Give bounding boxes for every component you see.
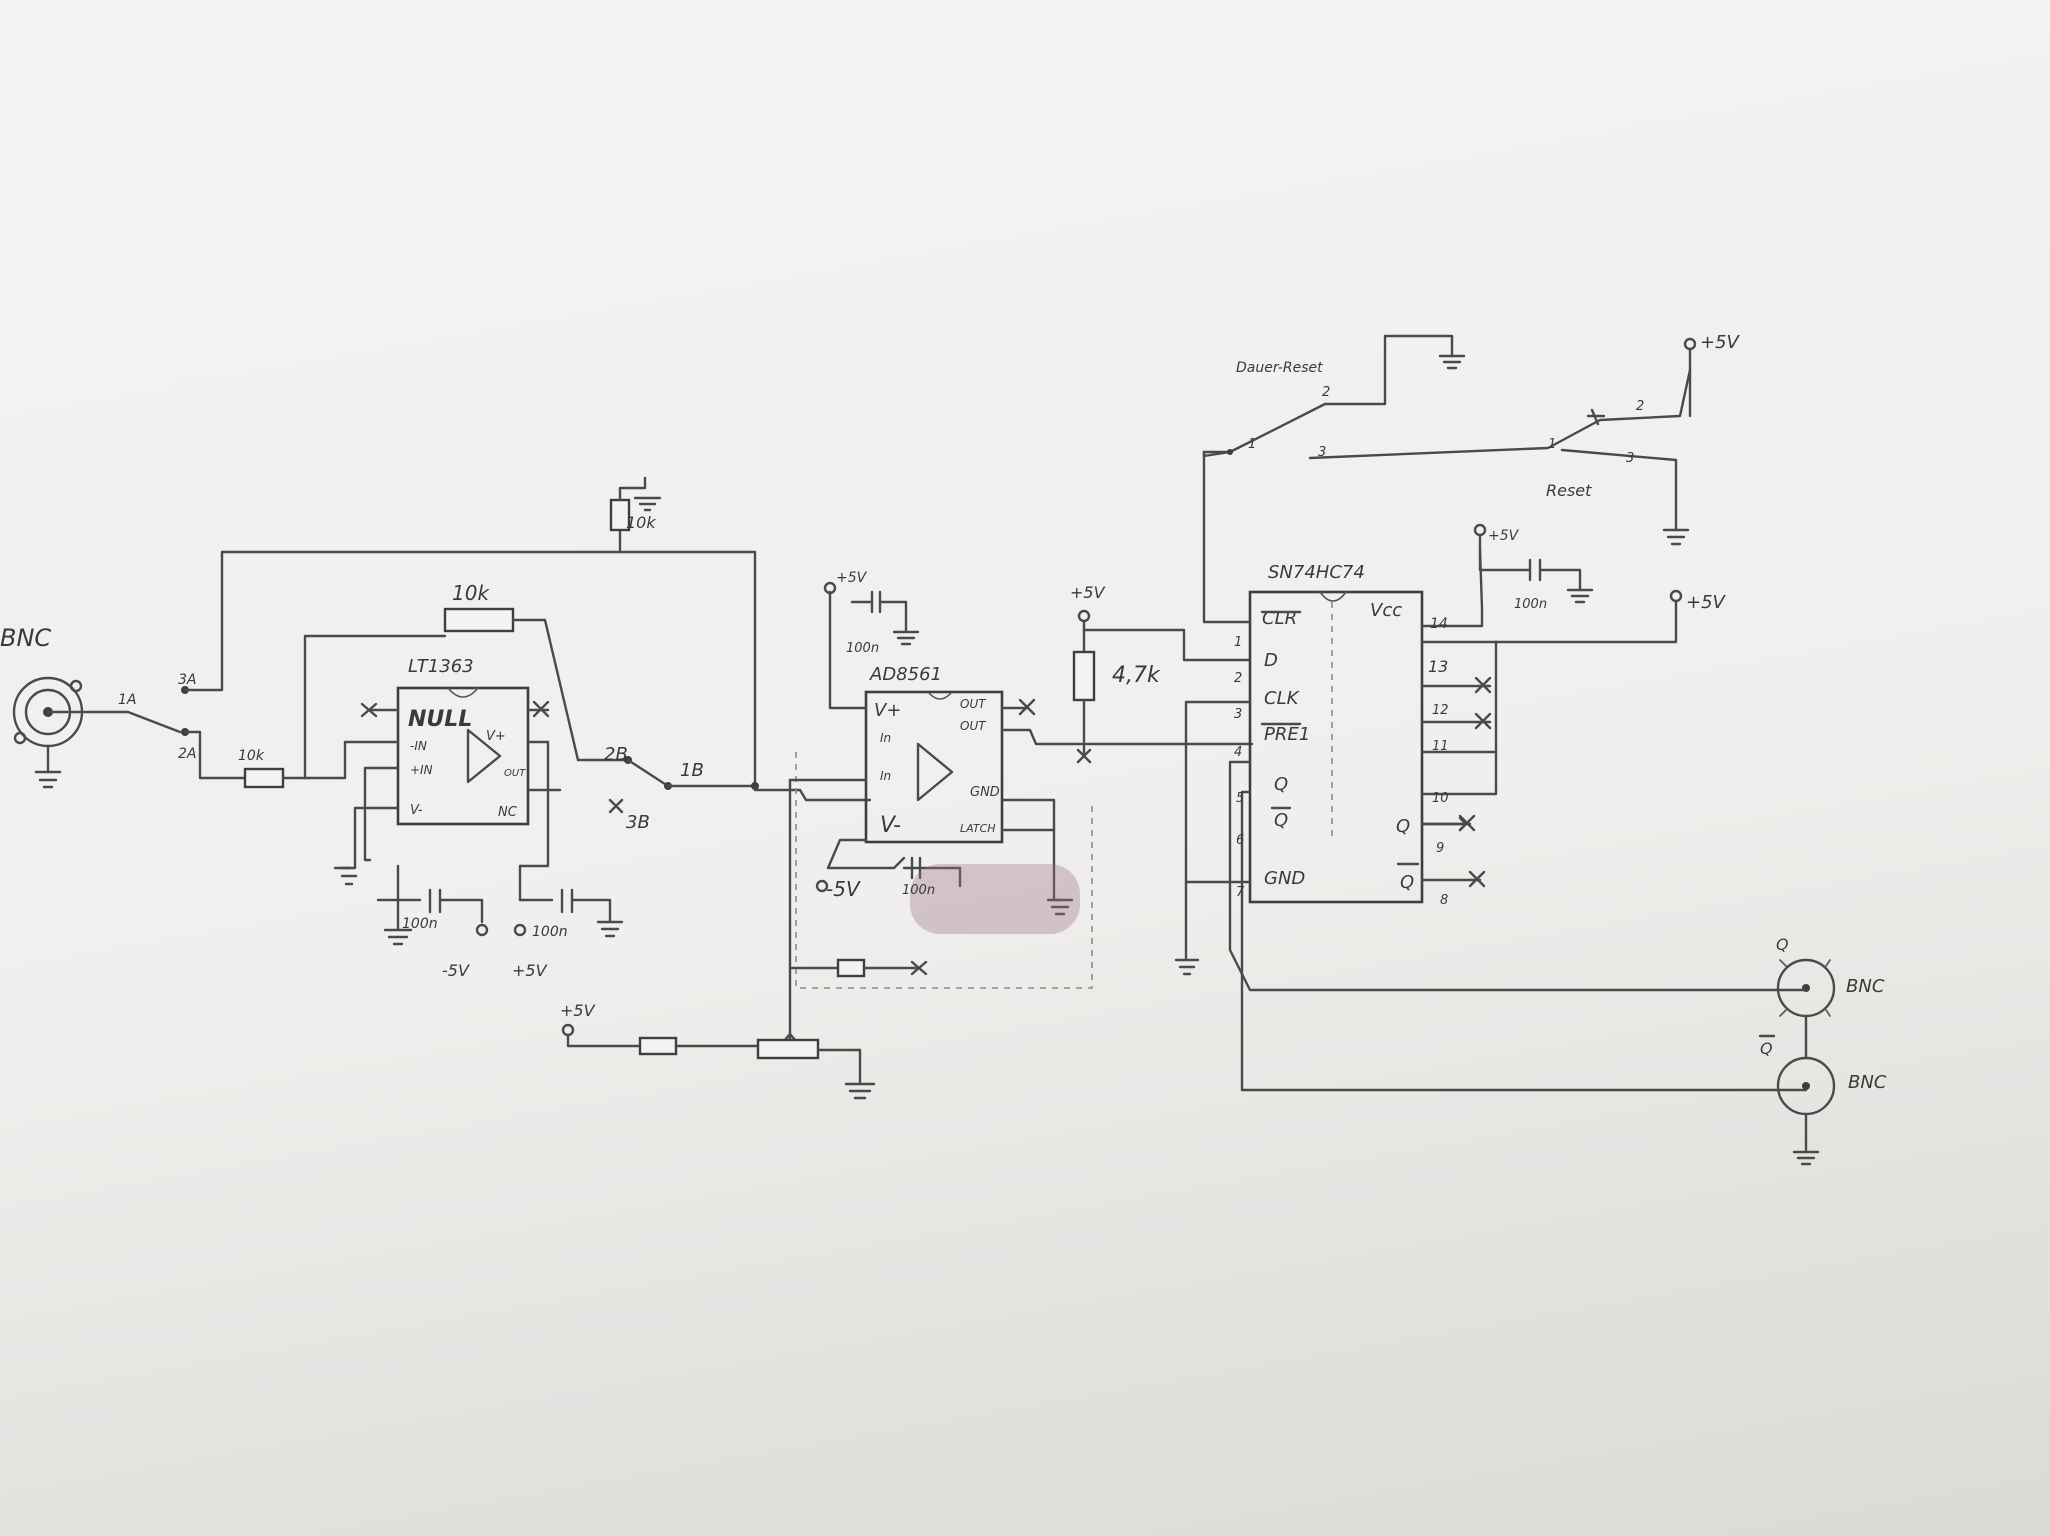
label-comp-vplus: +5V (836, 570, 868, 586)
label-comp-in2: In (880, 769, 891, 783)
label-supply-neg: -5V (442, 961, 470, 980)
opamp-lt1363 (303, 686, 562, 902)
label-sw3-2: 2 (1322, 385, 1330, 400)
label-r-fb: 10k (452, 581, 490, 605)
label-ff-cap: 100n (1514, 597, 1547, 612)
label-comp-latch: LATCH (960, 822, 996, 835)
ff-pin2: 2 (1234, 671, 1242, 686)
label-ff-q: Q (1274, 774, 1288, 795)
label-comp: AD8561 (869, 664, 942, 685)
label-ff-q2bar: Q (1400, 872, 1414, 893)
label-ff-q2: Q (1396, 816, 1410, 837)
label-pull-supply: +5V (1070, 583, 1106, 602)
reset-switches (1202, 334, 1697, 546)
label-comp-outbar: OUT (960, 719, 987, 733)
input-resistor (243, 767, 307, 789)
label-ff-d: D (1264, 650, 1278, 671)
label-sw4-2: 2 (1636, 399, 1644, 414)
flipflop-sn74hc74 (1174, 450, 1792, 1092)
label-comp-cap-bot: 100n (902, 883, 935, 898)
label-sw2-1b: 1B (680, 760, 704, 781)
label-op1-vm: V- (410, 803, 423, 818)
label-comp-vneg: -5V (826, 877, 861, 901)
ff-pin5: 5 (1236, 791, 1244, 806)
label-sw3-1: 1 (1248, 437, 1256, 452)
label-comp-in1: In (880, 731, 891, 745)
ff-pin14: 14 (1430, 616, 1448, 632)
label-comp-cap-top: 100n (846, 641, 879, 656)
mode-switch (576, 756, 872, 814)
flipflop-decoupling (1473, 523, 1594, 604)
top-resistor (609, 476, 662, 554)
label-op1-inp: +IN (410, 763, 433, 777)
label-r-in: 10k (238, 748, 265, 764)
label-cap1: 100n (402, 916, 438, 932)
label-reset: Reset (1546, 481, 1592, 500)
label-sw1-2a: 2A (178, 746, 196, 762)
label-opamp1: LT1363 (408, 656, 474, 677)
label-out-q: Q (1776, 935, 1789, 954)
ff-pin1: 1 (1234, 635, 1242, 650)
ff-pin4: 4 (1234, 745, 1242, 760)
overbars (1260, 610, 1302, 810)
ff-pin3: 3 (1234, 707, 1242, 722)
label-ff-vcc: Vcc (1370, 600, 1402, 621)
label-comp-vm: V- (880, 813, 901, 838)
label-r-top: 10k (626, 513, 656, 532)
bnc-input-connector (12, 676, 130, 789)
label-perm-reset: Dauer-Reset (1236, 360, 1323, 376)
label-ff-gnd: GND (1264, 868, 1305, 889)
ff-pin11: 11 (1432, 739, 1449, 754)
label-comp-vp: V+ (874, 700, 901, 721)
pullup-resistor (1072, 609, 1252, 764)
label-bnc-in: BNC (0, 624, 51, 652)
label-bnc-out2: BNC (1848, 1072, 1887, 1093)
label-op1-vp: V+ (486, 729, 506, 744)
label-sw4-3: 3 (1626, 451, 1634, 466)
ff-pin13: 13 (1428, 657, 1448, 676)
label-sw3-3: 3 (1318, 445, 1326, 460)
label-pot-supply: +5V (560, 1001, 596, 1020)
label-sw4-1: 1 (1548, 437, 1556, 452)
label-ff-clr: CLR (1262, 608, 1297, 629)
label-ff-pre: PRE1 (1264, 724, 1310, 745)
ff-pin7: 7 (1236, 885, 1245, 900)
label-op1-inm: -IN (410, 739, 427, 753)
label-sw2-2b: 2B (604, 744, 628, 765)
bnc-output-qbar (1776, 1038, 1836, 1166)
label-cap2: 100n (532, 924, 568, 940)
label-r-pull: 4,7k (1112, 663, 1161, 688)
label-sw1-1a: 1A (118, 692, 136, 708)
label-op1-nc: NC (498, 805, 518, 820)
label-out-qbar: Q (1760, 1039, 1773, 1058)
label-top-supply: +5V (1700, 332, 1741, 353)
ff-pin6: 6 (1236, 833, 1244, 848)
label-comp-out: OUT (960, 697, 987, 711)
label-bnc-out1: BNC (1846, 976, 1885, 997)
label-ff-clk: CLK (1264, 688, 1300, 709)
ff-pin9: 9 (1436, 841, 1444, 856)
label-comp-gnd: GND (970, 785, 1000, 800)
ff-pin8: 8 (1440, 893, 1448, 908)
label-sw2-3b: 3B (626, 812, 650, 833)
label-op1-null: NULL (408, 707, 472, 732)
opamp1-decoupling (376, 888, 624, 946)
label-sw1-3a: 3A (178, 672, 196, 688)
label-supply-pos: +5V (512, 961, 548, 980)
feedback-resistor (303, 607, 580, 780)
label-ff: SN74HC74 (1268, 562, 1365, 583)
ink-stain (910, 864, 1080, 934)
label-ff-qbar: Q (1274, 810, 1288, 831)
bnc-output-q (1776, 958, 1836, 1042)
label-op1-out: OUT (504, 768, 526, 779)
ff-pin10: 10 (1432, 791, 1449, 806)
label-ff-supply2: +5V (1686, 592, 1727, 613)
threshold-potentiometer (561, 778, 928, 1100)
input-switch (126, 550, 757, 790)
ff-pin12: 12 (1432, 703, 1449, 718)
label-ff-vcc-supply: +5V (1488, 528, 1520, 544)
comparator-ad8561 (788, 581, 1254, 989)
